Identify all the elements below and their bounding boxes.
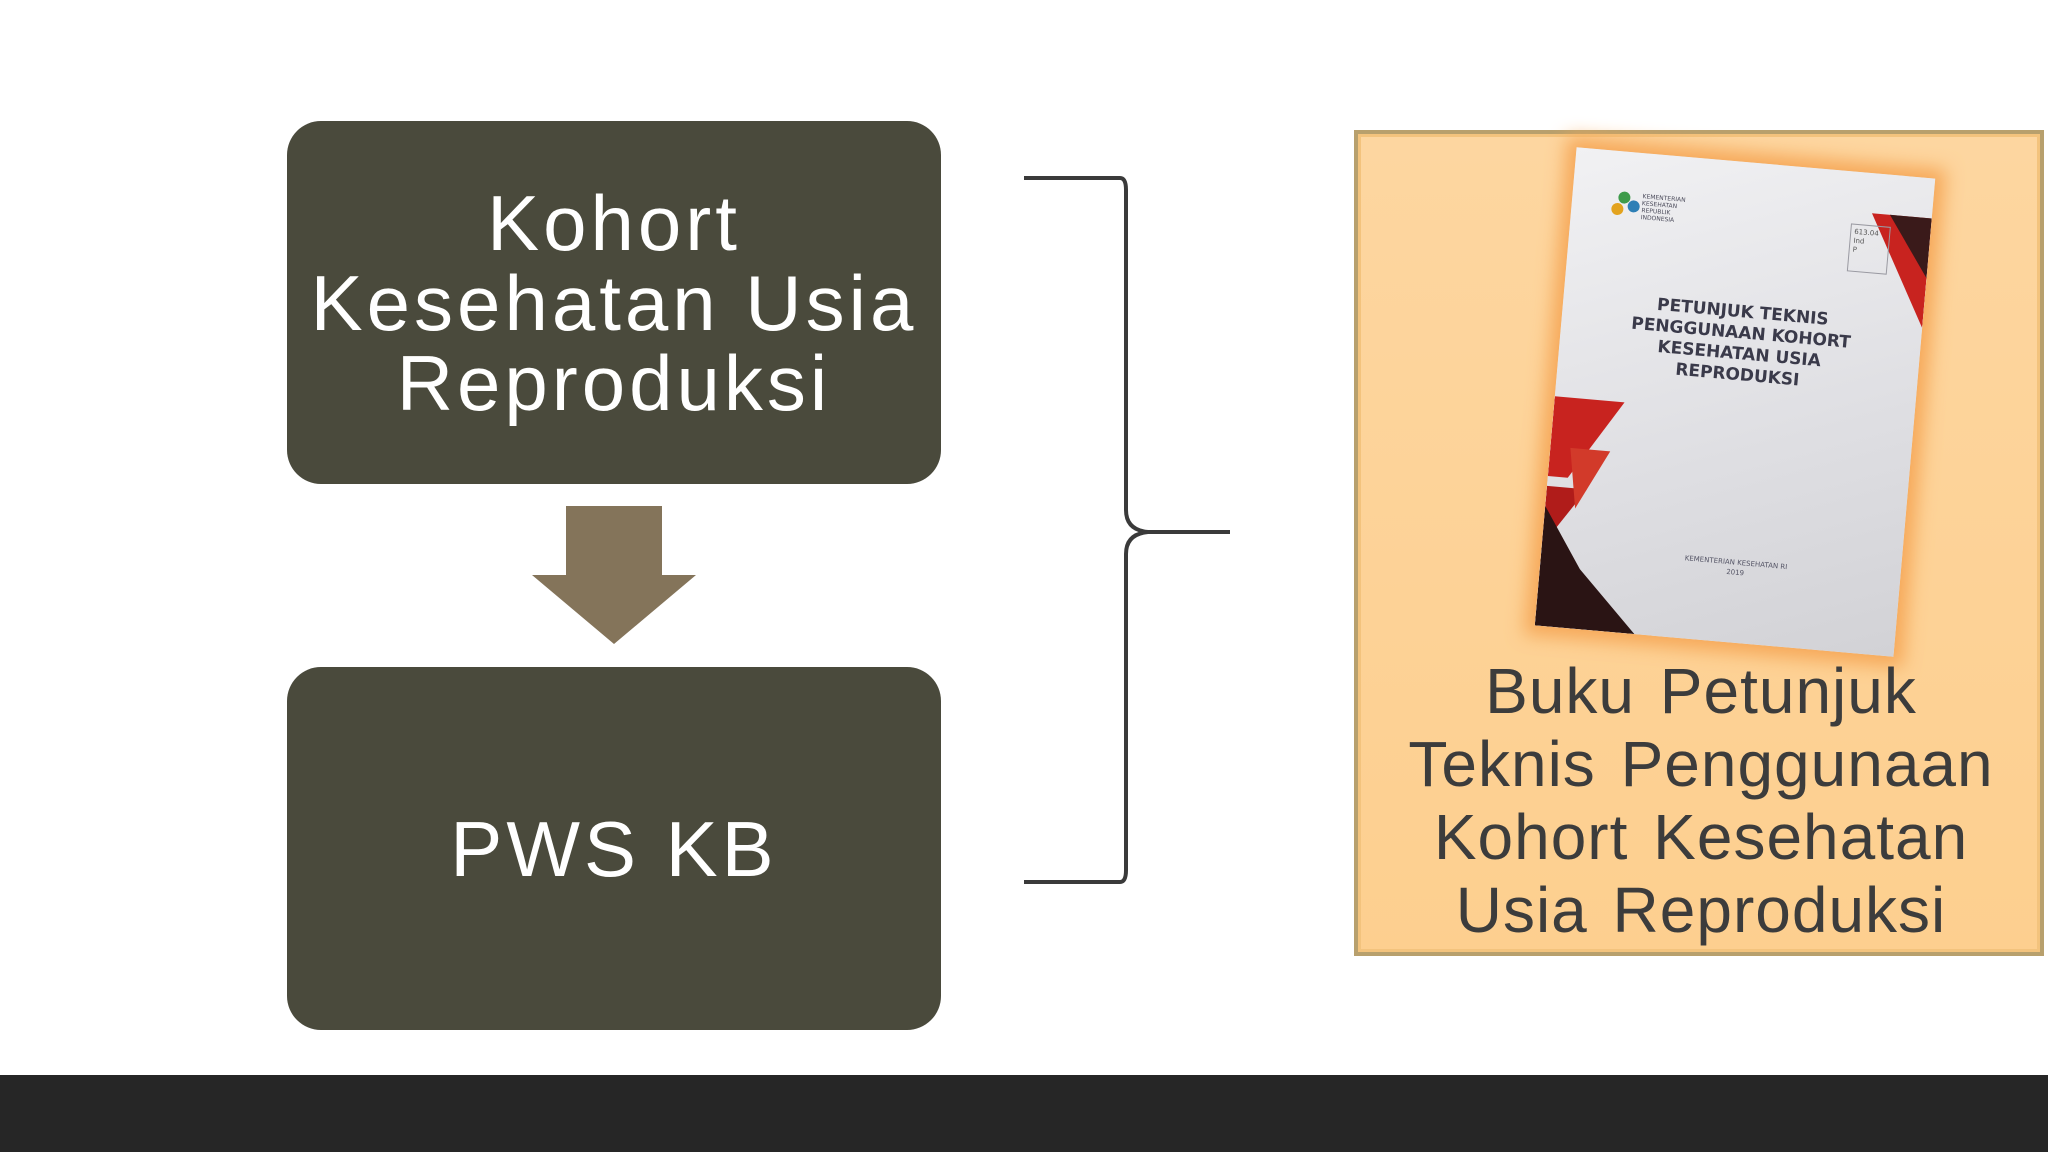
kohort-box: Kohort Kesehatan Usia Reproduksi [287, 121, 941, 484]
footer-bar [0, 1075, 2048, 1152]
book-cover-image: KEMENTERIAN KESEHATAN REPUBLIK INDONESIA… [1534, 147, 1936, 657]
down-arrow-icon [532, 506, 696, 644]
reference-caption: Buku Petunjuk Teknis Penggunaan Kohort K… [1408, 655, 1994, 946]
pws-kb-box: PWS KB [287, 667, 941, 1030]
right-curly-brace [1024, 176, 1230, 884]
kohort-box-label: Kohort Kesehatan Usia Reproduksi [310, 178, 918, 427]
book-catalog-code: 613.04 Ind P [1846, 223, 1891, 275]
book-decoration [1534, 191, 1932, 635]
pws-kb-box-label: PWS KB [450, 804, 778, 893]
